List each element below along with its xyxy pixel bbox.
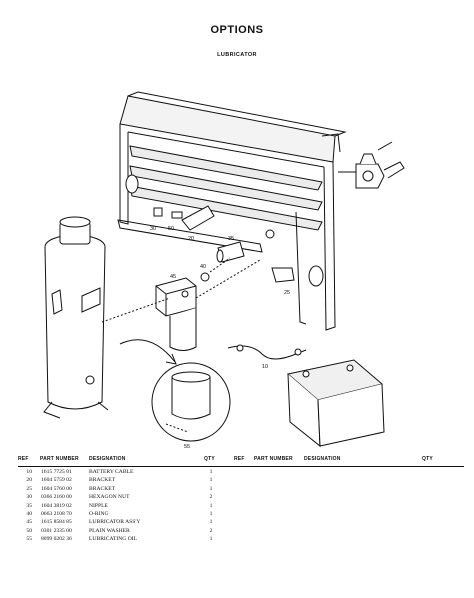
row-designation: HEXAGON NUT (89, 494, 130, 501)
row-ref: 25 (26, 485, 32, 492)
table-row: 50 0301 2335 00 PLAIN WASHER 2 (18, 528, 228, 536)
row-ref: 50 (26, 527, 32, 534)
chassis-frame (117, 91, 347, 331)
table-row: 35 1604 3819 02 NIPPLE 1 (18, 503, 228, 511)
row-qty: 2 (209, 494, 213, 501)
row-designation: BRACKET (89, 477, 116, 484)
row-qty: 1 (209, 477, 213, 484)
valve-assembly (338, 141, 405, 189)
row-part-number: 1604 3819 02 (41, 502, 72, 509)
row-part-number: 1604 5760 00 (41, 485, 72, 492)
header-qty: QTY (204, 456, 215, 462)
row-ref: 30 (26, 494, 32, 501)
table-row: 55 8099 0202 36 LUBRICATING OIL 1 (18, 536, 228, 544)
row-ref: 45 (26, 519, 32, 526)
row-designation: BRACKET (89, 485, 116, 492)
callout-30: 30 (150, 226, 156, 232)
row-designation: NIPPLE (89, 502, 108, 509)
row-ref: 20 (26, 477, 32, 484)
parts-table-header: REF PART NUMBER DESIGNATION QTY REF PART… (18, 456, 464, 467)
header-ref-right: REF (234, 456, 245, 462)
row-qty: 1 (209, 502, 213, 509)
bracket-parts (153, 205, 295, 283)
table-row: 20 1604 5759 02 BRACKET 1 (18, 477, 228, 485)
callout-35: 35 (228, 236, 234, 242)
callout-10: 10 (262, 364, 268, 370)
callout-55: 55 (184, 444, 190, 450)
callout-50: 50 (168, 226, 174, 232)
callout-45: 45 (170, 274, 176, 280)
row-part-number: 1615 7725 01 (41, 469, 72, 475)
header-qty-right: QTY (422, 456, 433, 462)
row-part-number: 0366 2160 00 (41, 494, 72, 501)
header-ref: REF (18, 456, 29, 462)
row-ref: 40 (26, 510, 32, 517)
receiver-tank (43, 216, 109, 419)
header-part-number-right: PART NUMBER (254, 456, 293, 462)
page-title: OPTIONS (210, 24, 264, 36)
table-row: 40 0663 2108 70 O-RING 1 (18, 511, 228, 519)
callout-40: 40 (200, 264, 206, 270)
row-designation: BATTERY CABLE (89, 469, 134, 475)
callout-20: 20 (188, 236, 194, 242)
callout-labels: 30 50 20 35 40 45 25 10 55 (150, 226, 290, 450)
table-row: 25 1604 5760 00 BRACKET 1 (18, 486, 228, 494)
page-subtitle: LUBRICATOR (217, 52, 257, 58)
row-ref: 10 (26, 469, 32, 475)
header-part-number: PART NUMBER (40, 456, 79, 462)
row-part-number: 1604 5759 02 (41, 477, 72, 484)
row-qty: 1 (209, 485, 213, 492)
table-row: 30 0366 2160 00 HEXAGON NUT 2 (18, 494, 228, 502)
header-designation: DESIGNATION (89, 456, 126, 462)
table-row: 10 1615 7725 01 BATTERY CABLE 1 (18, 469, 228, 477)
battery-and-cable (227, 344, 385, 448)
header-designation-right: DESIGNATION (304, 456, 341, 462)
row-ref: 35 (26, 502, 32, 509)
row-qty: 1 (209, 519, 213, 526)
row-part-number: 1615 8584 85 (41, 519, 72, 526)
row-qty: 1 (209, 510, 213, 517)
leader-lines (101, 257, 261, 323)
row-qty: 1 (209, 536, 213, 543)
row-part-number: 8099 0202 36 (41, 536, 72, 543)
row-part-number: 0663 2108 70 (41, 510, 72, 517)
row-ref: 55 (26, 536, 32, 543)
parts-table-body: 10 1615 7725 01 BATTERY CABLE 1 20 1604 … (18, 469, 228, 545)
row-qty: 1 (209, 469, 213, 475)
row-designation: LUBRICATING OIL (89, 536, 138, 543)
row-part-number: 0301 2335 00 (41, 527, 72, 534)
exploded-parts-drawing: 30 50 20 35 40 45 25 10 55 (43, 91, 405, 450)
row-qty: 2 (209, 527, 213, 534)
row-designation: PLAIN WASHER (89, 527, 130, 534)
row-designation: LUBRICATOR ASS'Y (89, 519, 141, 526)
row-designation: O-RING (89, 510, 109, 517)
detail-view (119, 339, 231, 442)
callout-25: 25 (284, 290, 290, 296)
lubricator-assembly (155, 277, 197, 351)
table-row: 45 1615 8584 85 LUBRICATOR ASS'Y 1 (18, 519, 228, 527)
